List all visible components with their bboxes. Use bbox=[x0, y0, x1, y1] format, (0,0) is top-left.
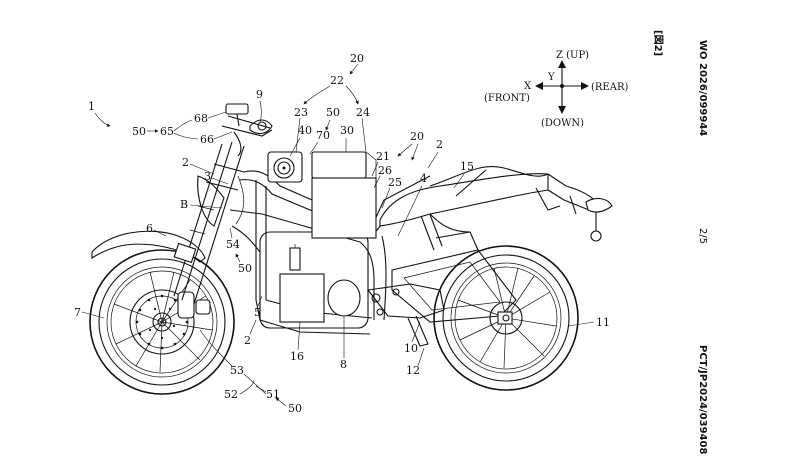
ref-2-upper: 2 bbox=[182, 156, 189, 169]
rear-label: (REAR) bbox=[591, 82, 628, 93]
y-axis-dot bbox=[560, 84, 564, 88]
seat-and-tail bbox=[379, 166, 613, 242]
front-label: (FRONT) bbox=[484, 93, 530, 104]
ref-20-right: 20 bbox=[410, 130, 424, 143]
ref-2-right: 2 bbox=[436, 138, 443, 151]
figure-label: [図2] bbox=[652, 30, 664, 56]
ref-7: 7 bbox=[74, 306, 81, 319]
ref-21: 21 bbox=[376, 150, 390, 163]
ref-8: 8 bbox=[340, 358, 347, 371]
battery-pack bbox=[279, 244, 325, 323]
ref-40: 40 bbox=[298, 124, 312, 137]
ref-4: 4 bbox=[420, 172, 427, 185]
ref-9: 9 bbox=[256, 88, 263, 101]
ref-53: 53 bbox=[230, 364, 244, 377]
ref-70: 70 bbox=[316, 129, 330, 142]
application-number: PCT/JP2024/039408 bbox=[697, 345, 708, 454]
ref-50-mid: 50 bbox=[238, 262, 252, 275]
ref-16: 16 bbox=[290, 350, 304, 363]
swingarm bbox=[391, 231, 517, 323]
rear-wheel bbox=[433, 245, 579, 391]
charging-port bbox=[267, 151, 303, 183]
ref-50-upper: 50 bbox=[326, 106, 340, 119]
z-up-label: Z (UP) bbox=[556, 50, 589, 61]
ref-20-top: 20 bbox=[350, 52, 364, 65]
rear-arrowhead bbox=[581, 82, 589, 90]
ref-B: B bbox=[180, 198, 188, 211]
ref-12: 12 bbox=[406, 364, 420, 377]
down-arrowhead bbox=[558, 106, 566, 114]
x-label: X bbox=[524, 81, 532, 92]
motor bbox=[327, 279, 361, 317]
ref-1: 1 bbox=[88, 100, 95, 113]
front-arrowhead bbox=[535, 82, 543, 90]
down-label: (DOWN) bbox=[541, 118, 584, 129]
ref-68: 68 bbox=[194, 112, 208, 125]
ref-30: 30 bbox=[340, 124, 354, 137]
ref-23: 23 bbox=[294, 106, 308, 119]
ref-5: 5 bbox=[254, 306, 261, 319]
ref-50-top: 50 bbox=[132, 125, 146, 138]
ref-15: 15 bbox=[460, 160, 474, 173]
ref-65: 65 bbox=[160, 125, 174, 138]
ref-11: 11 bbox=[596, 316, 610, 329]
axes-indicator: Z (UP) Y X (FRONT) (REAR) (DOWN) bbox=[484, 50, 628, 129]
footpeg-area bbox=[366, 283, 445, 347]
front-fork bbox=[173, 141, 245, 305]
front-fender bbox=[91, 230, 206, 263]
handlebar-assembly bbox=[221, 103, 273, 157]
ref-3: 3 bbox=[204, 170, 211, 183]
ref-2-lower: 2 bbox=[244, 334, 251, 347]
front-wheel bbox=[89, 249, 235, 395]
ref-54: 54 bbox=[226, 238, 240, 251]
ref-51: 51 bbox=[266, 388, 280, 401]
publication-number: WO 2026/099944 bbox=[697, 40, 708, 136]
page-number: 2/5 bbox=[697, 228, 708, 244]
ref-26: 26 bbox=[378, 164, 392, 177]
ref-10: 10 bbox=[404, 342, 418, 355]
controller-box bbox=[311, 151, 377, 239]
ref-24: 24 bbox=[356, 106, 370, 119]
reference-labels: 1 50 65 68 66 9 2 3 B 6 54 50 7 bbox=[74, 52, 610, 415]
y-label: Y bbox=[547, 72, 555, 83]
headlight bbox=[197, 175, 225, 227]
up-arrowhead bbox=[558, 60, 566, 68]
ref-25: 25 bbox=[388, 176, 402, 189]
ref-52: 52 bbox=[224, 388, 238, 401]
ref-22: 22 bbox=[330, 74, 344, 87]
ref-6: 6 bbox=[146, 222, 153, 235]
ref-50-bottom: 50 bbox=[288, 402, 302, 415]
ref-66: 66 bbox=[200, 133, 214, 146]
